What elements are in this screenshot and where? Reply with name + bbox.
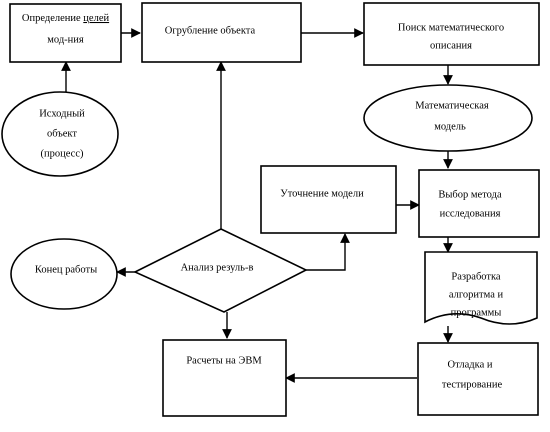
method-box: Выбор метода исследования xyxy=(418,169,540,238)
end-label: Конец работы xyxy=(35,264,97,275)
algorithm-label-line1: Разработка xyxy=(451,271,501,282)
debug-label-line1: Отладка и xyxy=(448,359,493,370)
search-label-line1: Поиск математического xyxy=(398,22,504,33)
source-label-line1: Исходный xyxy=(39,108,85,119)
source-label-line2: объект xyxy=(47,128,77,139)
mathmodel-label-line2: модель xyxy=(434,121,466,132)
debug-box: Отладка и тестирование xyxy=(417,342,539,416)
edge-analysis-to-refine xyxy=(305,233,350,271)
compute-label: Расчеты на ЭВМ xyxy=(186,355,262,366)
search-box: Поиск математического описания xyxy=(363,2,540,66)
goals-label: Определение целей xyxy=(22,13,110,24)
refine-label: Уточнение модели xyxy=(280,188,364,199)
end-ellipse: Конец работы xyxy=(10,238,118,310)
analysis-label: Анализ резуль-в xyxy=(181,262,254,273)
search-label-line2: описания xyxy=(430,40,472,51)
source-ellipse: Исходный объект (процесс) xyxy=(1,91,119,177)
algorithm-label-line2: алгоритма и xyxy=(449,289,504,300)
mathmodel-label-line1: Математическая xyxy=(415,100,489,111)
source-label-line3: (процесс) xyxy=(41,148,84,159)
algorithm-banner: Разработка алгоритма и программы xyxy=(424,251,538,325)
refine-box: Уточнение модели xyxy=(260,165,397,234)
goals-label-line2: мод-ния xyxy=(47,34,84,45)
coarsen-label: Огрубление объекта xyxy=(165,25,256,36)
algorithm-label-line3: программы xyxy=(451,307,502,318)
analysis-diamond: Анализ резуль-в xyxy=(133,228,308,313)
mathmodel-ellipse: Математическая модель xyxy=(363,84,533,152)
method-label-line1: Выбор метода xyxy=(438,189,502,200)
compute-box: Расчеты на ЭВМ xyxy=(162,339,287,417)
coarsen-box: Огрубление объекта xyxy=(141,2,302,63)
debug-label-line2: тестирование xyxy=(442,379,503,390)
method-label-line2: исследования xyxy=(440,208,501,219)
goals-box: Определение целей мод-ния xyxy=(9,3,122,63)
